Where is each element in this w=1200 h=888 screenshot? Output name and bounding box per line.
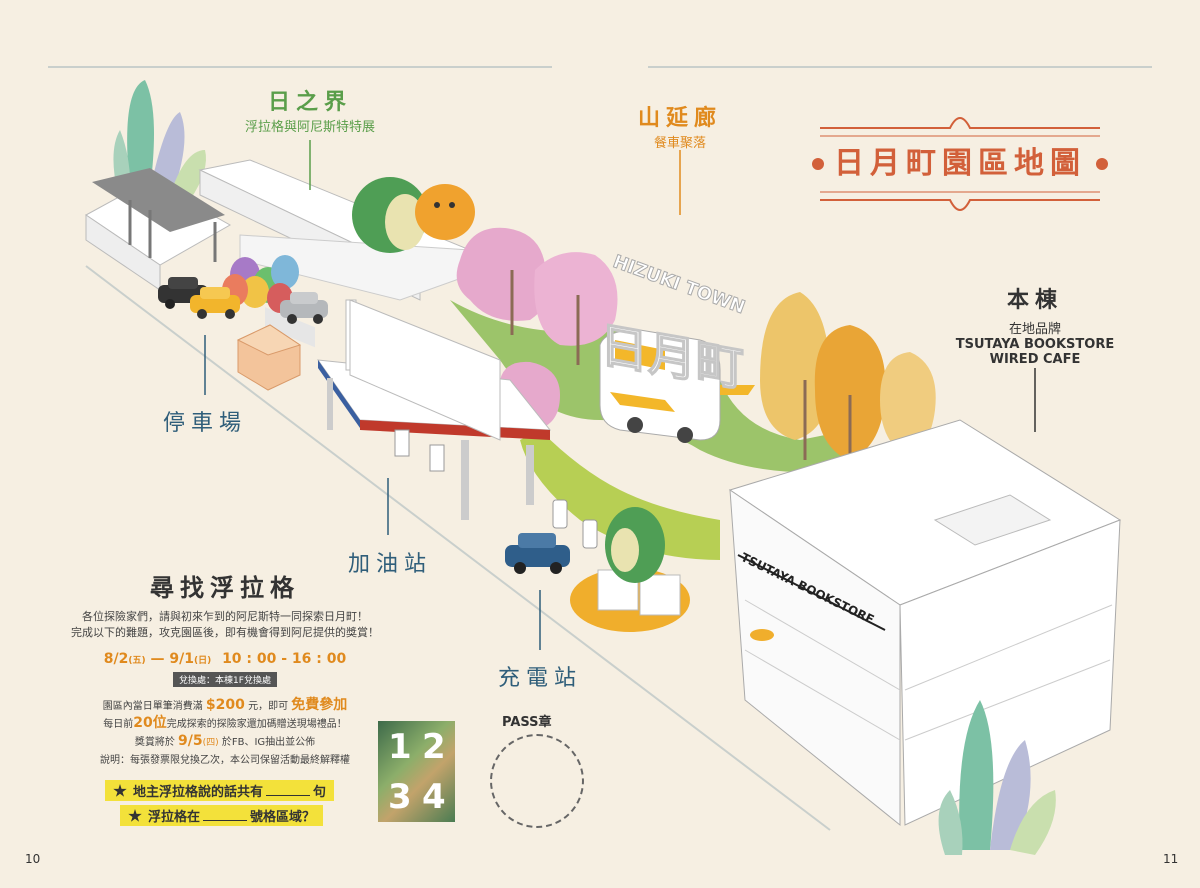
page-number-left: 10 [25,852,41,866]
rule2-text-b: 完成探索的探險家還加碼贈送現場禮品！ [166,719,347,730]
charging-station [552,499,690,632]
main-building-sub1: 在地品牌 [1008,322,1061,337]
label-mountain-corridor: 山延廊 餐車聚落 [620,100,740,151]
green-path-lower [520,430,720,560]
mountain-corridor-sub: 餐車聚落 [653,136,706,151]
main-building-sub2: TSUTAYA BOOKSTORE [955,337,1115,352]
rule3-text-a: 獎賞將於 [134,737,175,748]
label-gas-station: 加油站 [347,552,432,577]
top-divider-left [48,66,552,68]
label-charging-station: 充電站 [497,666,582,691]
quest-desc-line2: 完成以下的難題，攻克園區後，即有機會得到阿尼提供的獎賞！ [71,626,379,639]
rule3-date: 9/5 [178,733,203,749]
rule1-amount: $200 [205,697,245,713]
shelter [85,168,232,291]
label-parking: 停車場 [162,411,247,436]
label-main-building: 本棟 在地品牌 TSUTAYA BOOKSTORE WIRED CAFE [945,282,1125,367]
blue-car [505,533,570,574]
grid-number-1: 1 [388,727,412,767]
rule3-text-b: 於FB、IG抽出並公佈 [221,737,316,748]
grid-number-4: 4 [422,777,446,817]
grid-number-2: 2 [422,727,446,767]
top-divider-right [648,66,1152,68]
date-end: 9/1 [169,651,194,667]
question-1: 地主浮拉格說的話共有 句 [105,780,335,801]
pass-stamp-area[interactable] [490,734,584,828]
rule1-free: 免費參加 [291,697,348,713]
question2-text-a: 浮拉格在 [148,810,201,825]
date-end-day: (日) [193,656,212,666]
rule2-count: 20位 [133,715,167,731]
gas-station [316,299,552,520]
map-title: 日月町園區地圖 [834,146,1086,181]
star-icon [128,809,142,822]
question-2: 浮拉格在 號格區域？ [120,805,324,826]
quest-rules: 園區內當日單筆消費滿 $200 元，即可 免費參加 每日前20位完成探索的探險家… [60,697,390,769]
balloon-house [236,324,302,391]
question1-text-a: 地主浮拉格說的話共有 [133,785,264,800]
sun-realm-sub: 浮拉格與阿尼斯特特展 [244,120,375,135]
road-edge [85,265,831,831]
star-icon [113,784,127,797]
area-grid-card: 1 2 3 4 [378,721,455,822]
orange-trees [760,292,936,470]
date-start-day: (五) [128,656,146,666]
date-start: 8/2 [103,651,129,667]
question1-text-b: 句 [313,785,327,800]
answer-blank-2[interactable] [203,820,248,821]
frog-and-orange-creature [352,177,475,253]
answer-blank-1[interactable] [266,795,311,796]
quest-description: 各位探險家們，請與初來乍到的阿尼斯特一同探索日月町！ 完成以下的難題，攻克園區後… [60,609,390,641]
plants-bottom-right [938,700,1056,855]
mountain-corridor-name: 山延廊 [637,106,722,131]
rule2-text-a: 每日前 [103,719,134,730]
redeem-location: 兌換處：本棟1F兌換處 [173,672,277,687]
label-sun-realm: 日之界 浮拉格與阿尼斯特特展 [220,84,400,135]
rule-3: 獎賞將於 9/5(四) 於FB、IG抽出並公佈 [60,733,390,752]
food-truck [599,329,755,443]
quest-desc-line1: 各位探險家們，請與初來乍到的阿尼斯特一同探索日月町！ [82,610,368,623]
quest-title: 尋找浮拉格 [150,574,300,602]
date-dash: — [145,651,170,667]
page-number-right: 11 [1163,852,1179,866]
rule-1: 園區內當日單筆消費滿 $200 元，即可 免費參加 [60,697,390,715]
hizuki-logo-english: HIZUKI TOWN [610,251,748,318]
rule-2: 每日前20位完成探索的探險家還加碼贈送現場禮品！ [60,715,390,733]
rule3-day: (四) [202,738,219,748]
quest-date: 8/2(五) — 9/1(日) 10 : 00 - 16 : 00 [60,651,390,667]
sun-realm-name: 日之界 [267,90,352,115]
grey-car [280,292,328,324]
rule1-text-a: 園區內當日單筆消費滿 [102,701,203,712]
main-building-name: 本棟 [1006,288,1063,313]
main-building-sub3: WIRED CAFE [989,352,1081,367]
pass-stamp-label: PASS章 [502,715,552,730]
map-title-box: 日月町園區地圖 [810,108,1110,220]
rule-4: 說明：每張發票限兌換乙次，本公司保留活動最終解釋權 [100,755,350,766]
event-time: 10 : 00 - 16 : 00 [222,651,347,667]
grid-number-3: 3 [388,777,412,817]
title-frame [812,117,1108,211]
rule1-text-b: 元，即可 [248,701,289,712]
main-building: TSUTAYA BOOKSTORE [728,419,1122,827]
hizuki-logo-sculpture: 日月町 HIZUKI TOWN [599,251,748,399]
question2-text-b: 號格區域？ [250,810,316,825]
quest-panel: 尋找浮拉格 各位探險家們，請與初來乍到的阿尼斯特一同探索日月町！ 完成以下的難題… [60,568,390,769]
yellow-car [190,287,240,319]
